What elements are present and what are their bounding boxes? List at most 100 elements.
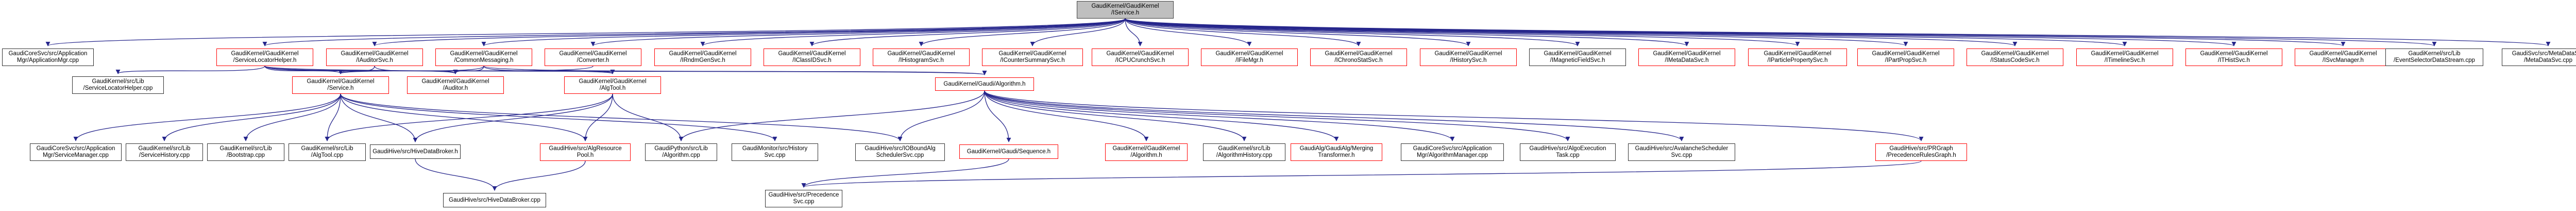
graph-node-root[interactable]: GaudiKernel/GaudiKernel /IService.h bbox=[1077, 1, 1174, 19]
graph-node[interactable]: GaudiKernel/GaudiKernel /Algorithm.h bbox=[1105, 143, 1188, 161]
graph-node[interactable]: GaudiKernel/GaudiKernel /IHistorySvc.h bbox=[1420, 48, 1517, 66]
graph-edge bbox=[483, 66, 615, 74]
graph-node[interactable]: GaudiKernel/GaudiKernel /IFileMgr.h bbox=[1201, 48, 1298, 66]
graph-node-label: GaudiKernel/GaudiKernel /IMetaDataSvc.h bbox=[1653, 51, 1721, 63]
graph-node[interactable]: GaudiKernel/GaudiKernel /IMetaDataSvc.h bbox=[1638, 48, 1735, 66]
graph-edge bbox=[612, 93, 684, 141]
graph-edge bbox=[115, 66, 265, 74]
graph-node[interactable]: GaudiKernel/GaudiKernel /ITimelineSvc.h bbox=[2076, 48, 2173, 66]
graph-edge bbox=[264, 66, 615, 74]
graph-node-label: GaudiKernel/GaudiKernel /ICPUCrunchSvc.h bbox=[1106, 51, 1174, 63]
graph-edge bbox=[1125, 18, 1471, 46]
graph-node-label: GaudiKernel/GaudiKernel /Algorithm.h bbox=[1112, 145, 1180, 158]
graph-node[interactable]: GaudiKernel/GaudiKernel /ISvcManager.h bbox=[2295, 48, 2392, 66]
graph-node[interactable]: GaudiAlg/GaudiAlg/Merging Transformer.h bbox=[1291, 143, 1382, 161]
graph-node[interactable]: GaudiKernel/src/Lib /AlgorithmHistory.cp… bbox=[1203, 143, 1285, 161]
graph-node[interactable]: GaudiKernel/src/Lib /ServiceLocatorHelpe… bbox=[72, 76, 164, 94]
graph-node[interactable]: GaudiKernel/GaudiKernel /IHistogramSvc.h bbox=[873, 48, 970, 66]
graph-edge bbox=[340, 93, 777, 141]
graph-node[interactable]: GaudiKernel/GaudiKernel /ICounterSummary… bbox=[982, 48, 1083, 66]
graph-node[interactable]: GaudiKernel/GaudiKernel /IRndmGenSvc.h bbox=[654, 48, 751, 66]
graph-node[interactable]: GaudiKernel/GaudiKernel /IChronoStatSvc.… bbox=[1310, 48, 1407, 66]
graph-edge bbox=[801, 158, 1009, 188]
graph-node[interactable]: GaudiKernel/GaudiKernel /IClassIDSvc.h bbox=[764, 48, 860, 66]
graph-node[interactable]: GaudiCoreSvc/src/Application Mgr/Service… bbox=[30, 143, 122, 161]
graph-node-label: GaudiKernel/GaudiKernel /Service.h bbox=[307, 78, 375, 91]
graph-node-label: GaudiMonitor/src/History Svc.cpp bbox=[742, 145, 808, 158]
graph-node[interactable]: GaudiKernel/GaudiKernel /IStatusCodeSvc.… bbox=[1967, 48, 2063, 66]
graph-node[interactable]: GaudiKernel/GaudiKernel /ITHistSvc.h bbox=[2185, 48, 2282, 66]
graph-node[interactable]: GaudiCoreSvc/src/Application Mgr/Applica… bbox=[2, 48, 94, 66]
graph-edge bbox=[1125, 18, 1908, 46]
graph-node-label: GaudiKernel/Gaudi/Algorithm.h bbox=[943, 80, 1026, 87]
graph-node-label: GaudiKernel/src/Lib /AlgorithmHistory.cp… bbox=[1216, 145, 1273, 158]
graph-node-label: GaudiKernel/GaudiKernel /IAuditorSvc.h bbox=[341, 51, 409, 63]
graph-node[interactable]: GaudiKernel/GaudiKernel /IMagneticFieldS… bbox=[1529, 48, 1626, 66]
graph-node[interactable]: GaudiKernel/src/Lib /ServiceHistory.cpp bbox=[126, 143, 203, 161]
graph-edge bbox=[1125, 18, 1252, 46]
graph-node[interactable]: GaudiKernel/Gaudi/Algorithm.h bbox=[935, 77, 1034, 91]
graph-node-label: GaudiKernel/src/Lib /ServiceHistory.cpp bbox=[138, 145, 191, 158]
graph-edge bbox=[46, 18, 1126, 46]
graph-edge bbox=[583, 93, 613, 141]
graph-node[interactable]: GaudiKernel/GaudiKernel /IParticleProper… bbox=[1748, 48, 1847, 66]
graph-edge bbox=[1125, 18, 2018, 46]
graph-node-label: GaudiKernel/GaudiKernel /Converter.h bbox=[559, 51, 627, 63]
graph-node-label: GaudiHive/src/Precedence Svc.cpp bbox=[768, 192, 839, 205]
graph-node[interactable]: GaudiKernel/GaudiKernel /ICPUCrunchSvc.h bbox=[1092, 48, 1189, 66]
graph-edge bbox=[809, 18, 1126, 46]
graph-node[interactable]: GaudiKernel/GaudiKernel /Converter.h bbox=[545, 48, 641, 66]
graph-node-label: GaudiKernel/GaudiKernel /ITHistSvc.h bbox=[2200, 51, 2268, 63]
graph-node-label: GaudiKernel/GaudiKernel /ISvcManager.h bbox=[2309, 51, 2377, 63]
graph-node[interactable]: GaudiPython/src/Lib /Algorithm.cpp bbox=[645, 143, 717, 161]
graph-node-label: GaudiHive/src/HiveDataBroker.h bbox=[372, 148, 458, 155]
graph-node[interactable]: GaudiKernel/GaudiKernel /IPartPropSvc.h bbox=[1857, 48, 1954, 66]
graph-node[interactable]: GaudiKernel/GaudiKernel /Auditor.h bbox=[407, 76, 504, 94]
graph-node[interactable]: GaudiCoreSvc/src/Application Mgr/Algorit… bbox=[1401, 143, 1504, 161]
graph-edge bbox=[492, 160, 586, 191]
graph-node[interactable]: GaudiMonitor/src/History Svc.cpp bbox=[732, 143, 818, 161]
graph-edge bbox=[483, 66, 987, 75]
graph-node-label: GaudiAlg/GaudiAlg/Merging Transformer.h bbox=[1299, 145, 1374, 158]
graph-edge bbox=[1125, 18, 2236, 46]
graph-edge bbox=[413, 93, 613, 142]
graph-node[interactable]: GaudiKernel/GaudiKernel /AlgTool.h bbox=[564, 76, 661, 94]
graph-edge bbox=[338, 66, 484, 74]
graph-node[interactable]: GaudiHive/src/AlgResource Pool.h bbox=[540, 143, 631, 161]
graph-node[interactable]: GaudiHive/src/AvalancheScheduler Svc.cpp bbox=[1628, 143, 1735, 161]
graph-node-label: GaudiKernel/GaudiKernel /IChronoStatSvc.… bbox=[1325, 51, 1393, 63]
graph-node[interactable]: GaudiKernel/GaudiKernel /ServiceLocatorH… bbox=[216, 48, 313, 66]
graph-node-label: GaudiSvc/src/MetaDataSvc /MetaDataSvc.cp… bbox=[2512, 51, 2576, 63]
graph-edge bbox=[984, 90, 1011, 142]
graph-node[interactable]: GaudiHive/src/PRGraph /PrecedenceRulesGr… bbox=[1875, 143, 1967, 161]
graph-node-label: GaudiKernel/GaudiKernel /IHistogramSvc.h bbox=[887, 51, 955, 63]
graph-node[interactable]: GaudiHive/src/HiveDataBroker.h bbox=[370, 144, 461, 159]
graph-node[interactable]: GaudiKernel/src/Lib /EventSelectorDataSt… bbox=[2385, 48, 2483, 66]
graph-node[interactable]: GaudiKernel/Gaudi/Sequence.h bbox=[959, 144, 1058, 159]
graph-node[interactable]: GaudiKernel/GaudiKernel /Service.h bbox=[292, 76, 389, 94]
graph-edge bbox=[264, 66, 343, 74]
graph-node[interactable]: GaudiHive/src/HiveDataBroker.cpp bbox=[443, 193, 546, 207]
graph-node[interactable]: GaudiHive/src/Precedence Svc.cpp bbox=[765, 190, 842, 207]
graph-node-label: GaudiKernel/GaudiKernel /IRndmGenSvc.h bbox=[669, 51, 737, 63]
graph-node[interactable]: GaudiKernel/GaudiKernel /CommonMessaging… bbox=[435, 48, 532, 66]
graph-edge bbox=[984, 90, 1684, 141]
graph-node[interactable]: GaudiHive/src/AlgoExecution Task.cpp bbox=[1520, 143, 1616, 161]
graph-edge bbox=[984, 90, 1455, 141]
graph-edge bbox=[481, 18, 1126, 46]
graph-edge bbox=[1125, 18, 2436, 46]
graph-edge bbox=[264, 66, 987, 75]
graph-node[interactable]: GaudiKernel/src/Lib /AlgTool.cpp bbox=[289, 143, 366, 161]
graph-node-label: GaudiKernel/GaudiKernel /AlgTool.h bbox=[579, 78, 647, 91]
graph-node[interactable]: GaudiHive/src/IOBoundAlg SchedulerSvc.cp… bbox=[855, 143, 945, 161]
graph-node-label: GaudiCoreSvc/src/Application Mgr/Applica… bbox=[8, 51, 88, 63]
graph-node[interactable]: GaudiSvc/src/MetaDataSvc /MetaDataSvc.cp… bbox=[2502, 48, 2576, 66]
graph-node-label: GaudiKernel/src/Lib /EventSelectorDataSt… bbox=[2394, 51, 2475, 63]
graph-node-label: GaudiKernel/GaudiKernel /Auditor.h bbox=[421, 78, 489, 91]
graph-node-label: GaudiKernel/GaudiKernel /CommonMessaging… bbox=[450, 51, 518, 63]
graph-node[interactable]: GaudiKernel/src/Lib /Bootstrap.cpp bbox=[207, 143, 284, 161]
graph-edge bbox=[1125, 18, 2127, 46]
graph-node[interactable]: GaudiKernel/GaudiKernel /IAuditorSvc.h bbox=[326, 48, 423, 66]
graph-edge bbox=[919, 18, 1126, 46]
